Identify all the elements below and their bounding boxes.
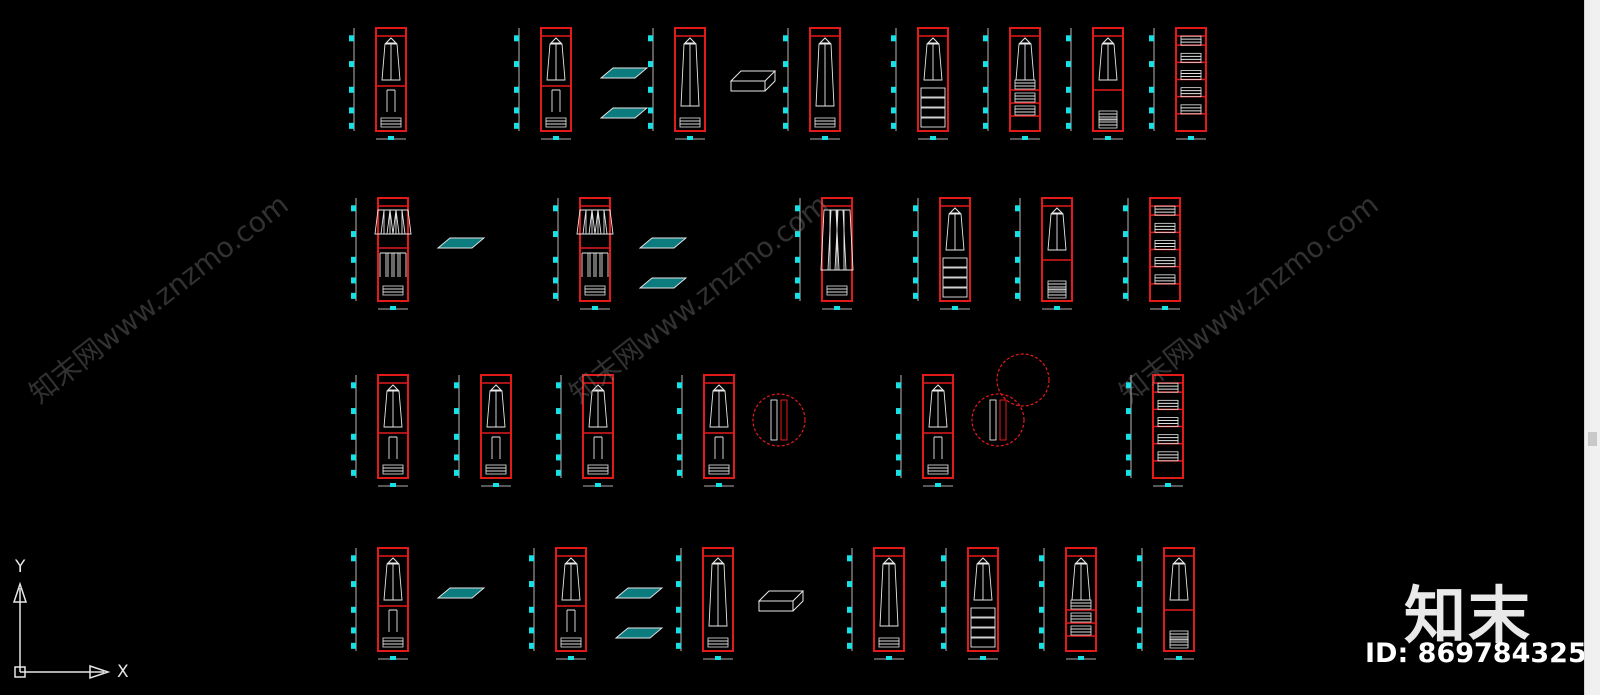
wardrobe-unit xyxy=(896,353,1050,487)
wardrobe-unit xyxy=(1066,27,1124,140)
wardrobe-unit xyxy=(648,27,777,140)
wardrobe-unit xyxy=(941,547,999,660)
vertical-scrollbar[interactable] xyxy=(1584,0,1600,695)
scrollbar-thumb[interactable] xyxy=(1588,432,1597,446)
wardrobe-unit xyxy=(351,547,486,660)
wardrobe-unit xyxy=(529,547,664,660)
wardrobe-unit xyxy=(847,547,905,660)
wardrobe-unit xyxy=(783,27,841,140)
wardrobe-unit xyxy=(1126,374,1184,487)
wardrobe-unit xyxy=(1123,197,1181,310)
wardrobe-unit xyxy=(514,27,649,140)
model-id-label: ID: 869784325 xyxy=(1365,638,1587,669)
wardrobe-unit xyxy=(677,374,806,487)
wardrobe-unit xyxy=(553,197,688,310)
wardrobe-unit xyxy=(676,547,805,660)
wardrobe-unit xyxy=(454,374,512,487)
wardrobe-unit xyxy=(1039,547,1097,660)
wardrobe-unit xyxy=(351,374,409,487)
wardrobe-unit xyxy=(795,197,854,310)
wardrobe-unit xyxy=(349,27,407,140)
ucs-y-label: Y xyxy=(15,557,26,577)
wardrobe-unit xyxy=(891,27,949,140)
ucs-axis-icon xyxy=(12,581,111,680)
wardrobe-unit xyxy=(1149,27,1207,140)
wardrobe-unit xyxy=(351,197,486,310)
wardrobe-unit xyxy=(913,197,971,310)
wardrobe-unit xyxy=(983,27,1041,140)
ucs-x-label: X xyxy=(117,662,129,682)
brand-logo-text: 知末 xyxy=(1404,579,1533,652)
wardrobe-unit xyxy=(556,374,614,487)
wardrobe-unit xyxy=(1137,547,1195,660)
wardrobe-unit xyxy=(1015,197,1073,310)
wardrobe-elevations xyxy=(349,27,1207,660)
